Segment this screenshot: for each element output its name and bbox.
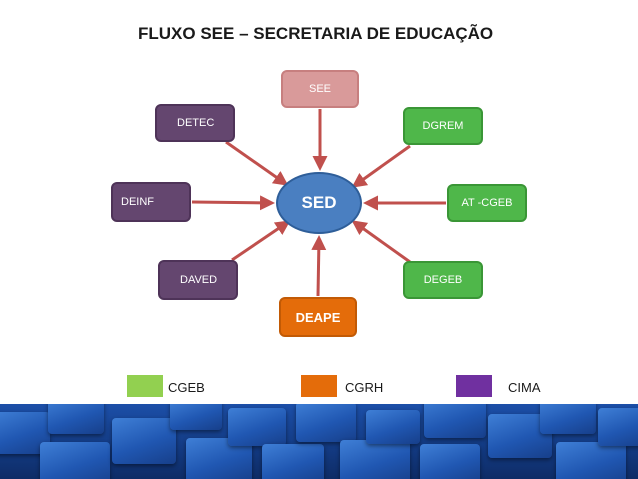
tile bbox=[598, 408, 638, 446]
node-dgrem-label: DGREM bbox=[422, 120, 464, 132]
node-detec: DETEC bbox=[155, 104, 235, 142]
legend-label-cgrh: CGRH bbox=[345, 380, 384, 395]
tile bbox=[112, 418, 176, 464]
node-sed-center: SED bbox=[276, 172, 362, 234]
tile bbox=[40, 442, 110, 479]
page-title: FLUXO SEE – SECRETARIA DE EDUCAÇÃO bbox=[138, 24, 494, 43]
node-dgrem: DGREM bbox=[403, 107, 483, 145]
legend-swatch-cgrh bbox=[301, 375, 337, 397]
node-see-label: SEE bbox=[308, 83, 331, 95]
tile bbox=[420, 444, 480, 479]
node-detec-label: DETEC bbox=[177, 117, 215, 129]
arrow-deape-to-sed bbox=[311, 235, 327, 297]
tile bbox=[366, 410, 420, 444]
node-deinf: DEINF bbox=[111, 182, 191, 222]
arrow-detec-to-sed bbox=[225, 140, 289, 186]
tile bbox=[48, 404, 104, 434]
node-sed-label: SED bbox=[301, 193, 337, 212]
tile bbox=[228, 408, 286, 446]
node-at-cgeb-label: AT -CGEB bbox=[461, 197, 513, 209]
tile bbox=[170, 404, 222, 430]
tile bbox=[424, 404, 486, 438]
legend-label-cgeb: CGEB bbox=[168, 380, 205, 395]
node-degeb: DEGEB bbox=[403, 261, 483, 299]
node-deape: DEAPE bbox=[279, 297, 357, 337]
arrow-daved-to-sed bbox=[231, 220, 291, 262]
node-at-cgeb: AT -CGEB bbox=[447, 184, 527, 222]
arrow-degeb-to-sed bbox=[351, 220, 411, 264]
tile bbox=[340, 440, 410, 479]
node-daved-label: DAVED bbox=[180, 274, 218, 286]
node-see: SEE bbox=[281, 70, 359, 108]
arrow-dgrem-to-sed bbox=[351, 144, 411, 188]
arrow-deinf-to-sed bbox=[191, 195, 275, 211]
legend-swatch-cima bbox=[456, 375, 492, 397]
tile bbox=[296, 404, 356, 442]
node-daved: DAVED bbox=[158, 260, 238, 300]
legend-swatch-cgeb bbox=[127, 375, 163, 397]
node-deinf-label: DEINF bbox=[121, 196, 154, 208]
node-deape-label: DEAPE bbox=[295, 309, 341, 325]
tile bbox=[556, 442, 626, 479]
tile bbox=[540, 404, 596, 434]
tile bbox=[262, 444, 324, 479]
legend-label-cima: CIMA bbox=[508, 380, 541, 395]
decorative-banner bbox=[0, 404, 638, 479]
node-degeb-label: DEGEB bbox=[423, 274, 463, 286]
